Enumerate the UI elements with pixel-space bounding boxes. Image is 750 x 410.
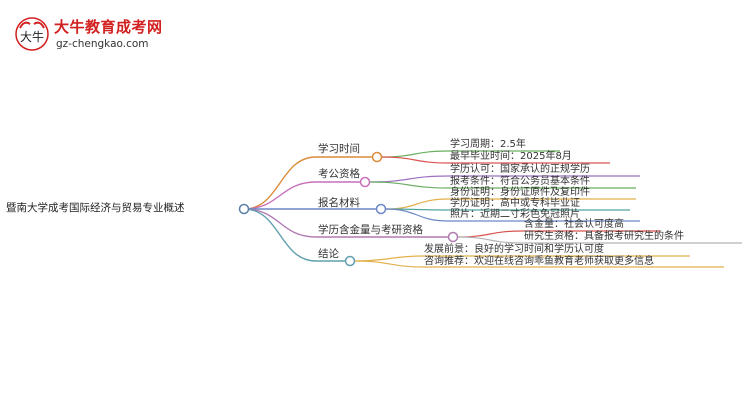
materials-node-circle	[375, 203, 387, 215]
connector-root-value	[243, 208, 448, 238]
connector-root-conclusion	[243, 208, 345, 262]
branch-materials[interactable]: 报名材料	[318, 197, 360, 209]
branch-civil-service[interactable]: 考公资格	[318, 168, 360, 180]
root-node-label[interactable]: 暨南大学成考国际经济与贸易专业概述	[6, 202, 185, 214]
leaf-earliest-graduation[interactable]: 最早毕业时间：2025年8月	[450, 151, 572, 162]
civil-service-node-circle	[359, 176, 371, 188]
connector-root-civil-service	[243, 181, 360, 210]
logo-mark-text: 大牛	[20, 29, 44, 44]
leaf-id-proof[interactable]: 身份证明：身份证原件及复印件	[450, 187, 590, 198]
study-time-node-circle	[371, 151, 383, 163]
logo-title: 大牛教育成考网	[54, 18, 163, 36]
leaf-exam-eligibility[interactable]: 报考条件：符合公务员基本条件	[450, 176, 590, 187]
branch-value[interactable]: 学历含金量与考研资格	[318, 224, 423, 236]
conclusion-node-circle	[344, 255, 356, 267]
bull-logo-icon: 大牛	[15, 17, 49, 51]
leaf-degree-recognition[interactable]: 学历认可：国家承认的正规学历	[450, 164, 590, 175]
leaf-study-period[interactable]: 学习周期：2.5年	[450, 139, 526, 150]
site-logo[interactable]: 大牛 大牛教育成考网 gz-chengkao.com	[14, 14, 164, 58]
leaf-education-proof[interactable]: 学历证明：高中或专科毕业证	[450, 198, 580, 209]
connector-conclusion-leaf-2	[354, 260, 724, 268]
leaf-degree-value[interactable]: 含金量：社会认可度高	[524, 219, 624, 230]
connector-study-time-leaf-2	[381, 156, 610, 164]
leaf-photo[interactable]: 照片：近期二寸彩色免冠照片	[450, 209, 580, 220]
branch-study-time[interactable]: 学习时间	[318, 143, 360, 155]
leaf-graduate-eligibility[interactable]: 研究生资格：具备报考研究生的条件	[524, 231, 684, 242]
leaf-prospects[interactable]: 发展前景：良好的学习时间和学历认可度	[424, 244, 604, 255]
root-node-circle	[238, 203, 250, 215]
branch-conclusion[interactable]: 结论	[318, 248, 339, 260]
leaf-consult-recommendation[interactable]: 咨询推荐：欢迎在线咨询乖鱼教育老师获取更多信息	[424, 256, 654, 267]
connector-civil-service-leaf-2	[369, 181, 636, 189]
connector-value-leaf-2	[457, 236, 742, 244]
connector-root-study-time	[243, 156, 372, 210]
connector-materials-leaf-3	[385, 208, 640, 222]
logo-url: gz-chengkao.com	[56, 38, 149, 50]
value-node-circle	[447, 231, 459, 243]
